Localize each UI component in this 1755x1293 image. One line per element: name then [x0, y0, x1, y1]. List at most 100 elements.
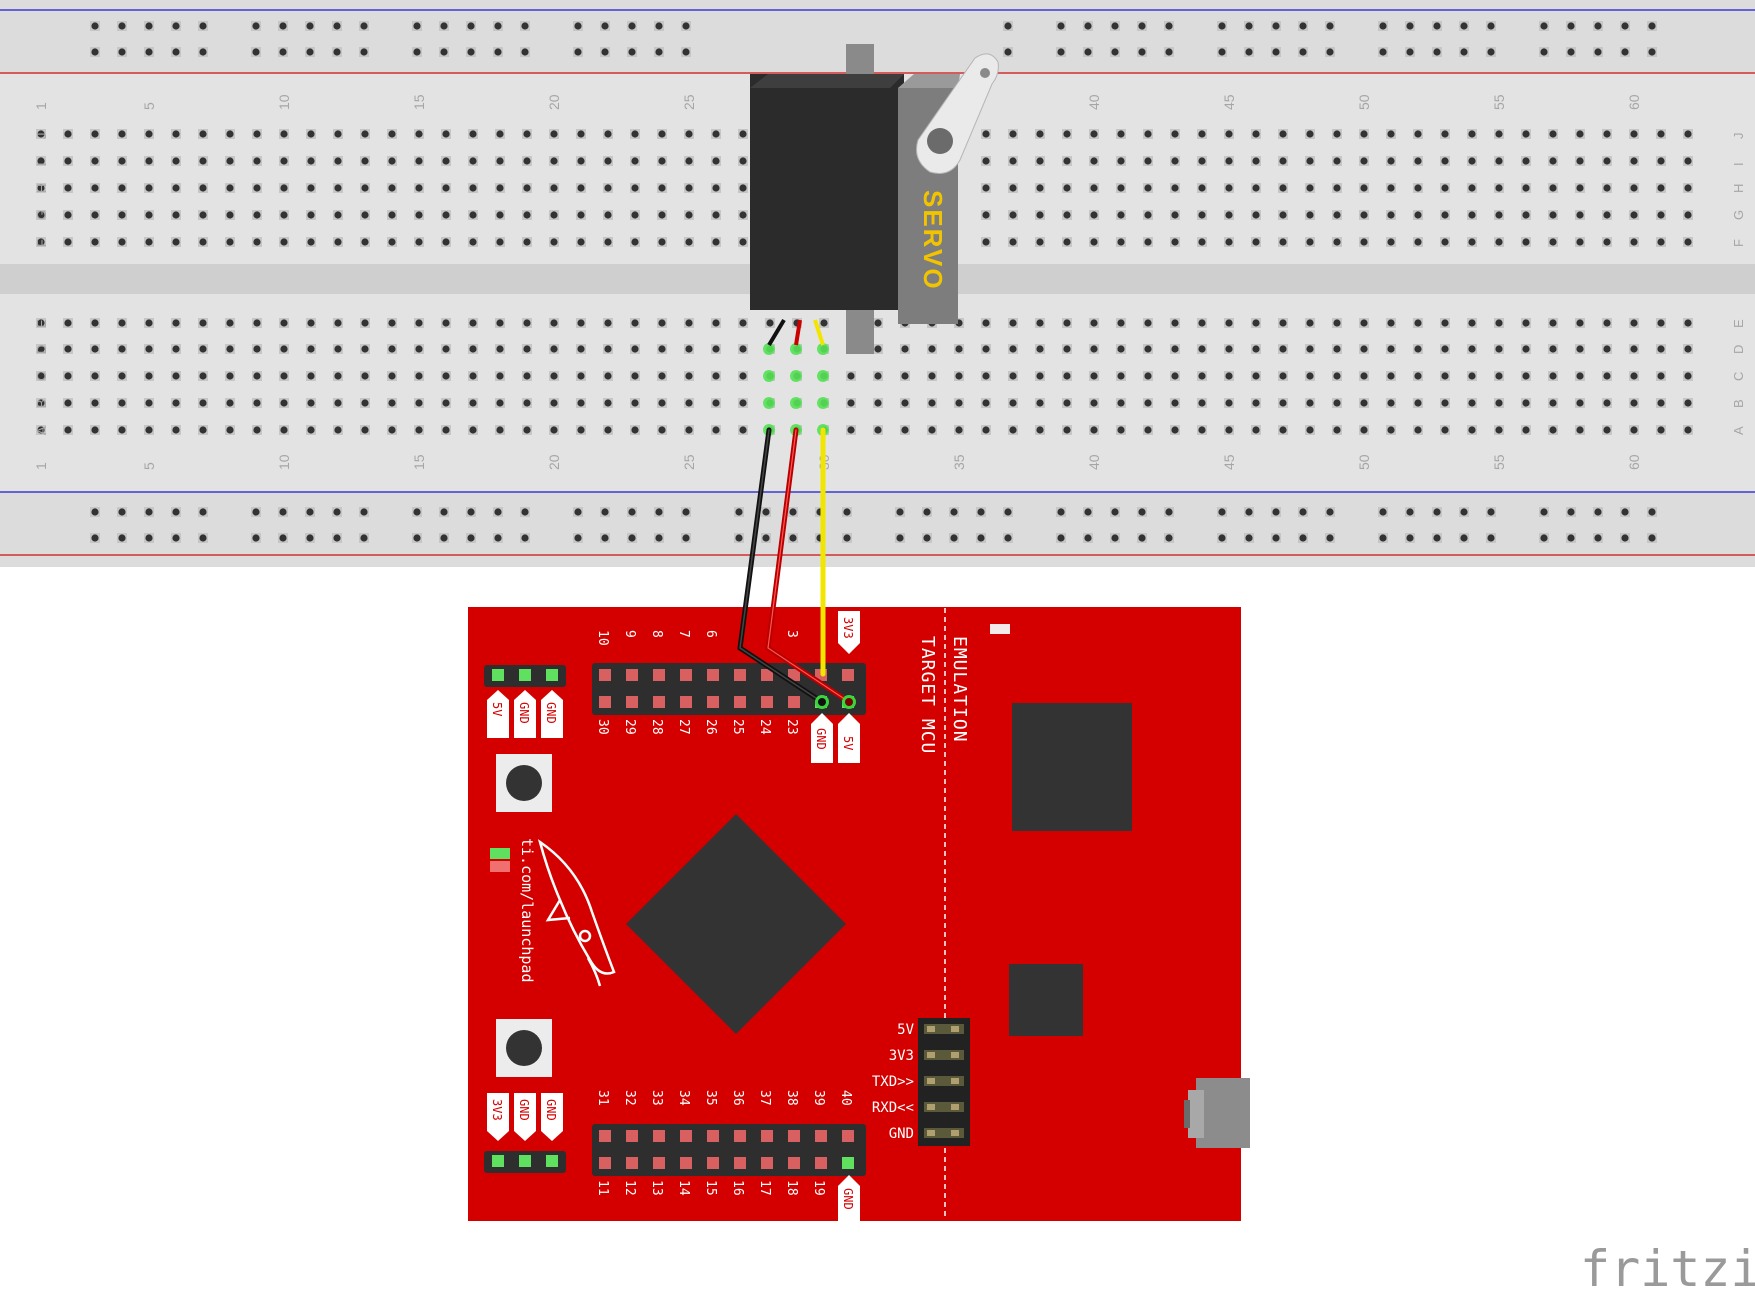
header-pin[interactable] [734, 1157, 746, 1169]
power-pin[interactable] [546, 1155, 558, 1167]
rail-hole-center [333, 508, 341, 516]
row-label: B [34, 399, 49, 408]
column-label-bottom: 45 [1221, 454, 1237, 470]
header-pin[interactable] [599, 669, 611, 681]
breadboard-hole-center [1684, 238, 1692, 246]
breadboard-hole-center [469, 130, 477, 138]
header-pin[interactable] [680, 1130, 692, 1142]
rail-hole-center [279, 48, 287, 56]
breadboard-hole-center [253, 345, 261, 353]
breadboard-hole-center [1468, 372, 1476, 380]
header-pin[interactable] [680, 1157, 692, 1169]
header-pin[interactable] [761, 1130, 773, 1142]
breadboard-hole-center [739, 211, 747, 219]
header-pin[interactable] [788, 1157, 800, 1169]
breadboard-hole-center [1063, 319, 1071, 327]
header-pin[interactable] [707, 1157, 719, 1169]
breadboard-hole-center [442, 211, 450, 219]
header-pin[interactable] [788, 1130, 800, 1142]
power-pin[interactable] [519, 669, 531, 681]
rail-hole-center [1218, 22, 1226, 30]
header-pin[interactable] [734, 669, 746, 681]
row-label: F [34, 239, 49, 247]
usb-port[interactable] [1184, 1078, 1250, 1148]
breadboard-hole-center [523, 319, 531, 327]
user-button[interactable] [496, 1019, 552, 1077]
breadboard-hole-center [442, 130, 450, 138]
breadboard-hole-center [1603, 211, 1611, 219]
header-pin[interactable] [761, 669, 773, 681]
column-label-bottom: 40 [1086, 454, 1102, 470]
rail-hole-center [467, 534, 475, 542]
rail-hole-center [950, 508, 958, 516]
power-pin[interactable] [519, 1155, 531, 1167]
breadboard-hole-center [712, 319, 720, 327]
header-pin[interactable] [707, 696, 719, 708]
power-pin[interactable] [492, 1155, 504, 1167]
header-pin[interactable] [707, 669, 719, 681]
reset-button[interactable] [496, 754, 552, 812]
rail-hole-center [1084, 22, 1092, 30]
pin-label: 40 [838, 1090, 853, 1106]
url-text: ti.com/launchpad [518, 838, 536, 983]
header-pin[interactable] [761, 1157, 773, 1169]
breadboard-hole-center [145, 130, 153, 138]
header-pin[interactable] [626, 1157, 638, 1169]
header-pin[interactable] [761, 696, 773, 708]
rail-hole-center [1299, 22, 1307, 30]
breadboard-hole-center [739, 399, 747, 407]
breadboard-hole-center [469, 399, 477, 407]
header-pin[interactable] [653, 1130, 665, 1142]
breadboard-hole-center [847, 372, 855, 380]
breadboard-hole-center [577, 345, 585, 353]
breadboard-hole-center [739, 130, 747, 138]
header-pin[interactable] [599, 1157, 611, 1169]
breadboard-hole-center [1387, 211, 1395, 219]
header-pin[interactable] [680, 669, 692, 681]
header-pin[interactable] [653, 1157, 665, 1169]
rail-hole-center [413, 534, 421, 542]
header-pin[interactable] [626, 696, 638, 708]
breadboard-hole-center [1522, 130, 1530, 138]
breadboard-hole-center [658, 319, 666, 327]
row-label: B [1731, 399, 1746, 408]
header-pin[interactable] [815, 1130, 827, 1142]
header-pin[interactable] [842, 1157, 854, 1169]
rail-hole-center [118, 508, 126, 516]
header-pin[interactable] [734, 1130, 746, 1142]
header-pin[interactable] [707, 1130, 719, 1142]
header-pin[interactable] [653, 669, 665, 681]
green-led [490, 848, 510, 859]
header-pin[interactable] [842, 669, 854, 681]
breadboard-hole-center [577, 372, 585, 380]
power-pin[interactable] [492, 669, 504, 681]
breadboard-hole-center [442, 372, 450, 380]
rail-hole-center [1540, 508, 1548, 516]
breadboard-hole-center [523, 372, 531, 380]
power-pin[interactable] [546, 669, 558, 681]
breadboard-hole-center [1117, 211, 1125, 219]
rail-hole-center [1299, 508, 1307, 516]
breadboard-hole-center [1009, 345, 1017, 353]
breadboard-hole-center [712, 426, 720, 434]
header-pin[interactable] [626, 669, 638, 681]
header-pin[interactable] [599, 1130, 611, 1142]
breadboard-hole-center [415, 319, 423, 327]
header-pin[interactable] [788, 696, 800, 708]
pin-label: 28 [649, 719, 664, 735]
breadboard-hole-center [1603, 184, 1611, 192]
header-pin[interactable] [842, 1130, 854, 1142]
header-pin[interactable] [788, 669, 800, 681]
header-pin[interactable] [653, 696, 665, 708]
header-pin[interactable] [599, 696, 611, 708]
header-pin[interactable] [680, 696, 692, 708]
header-pin[interactable] [734, 696, 746, 708]
breadboard-hole-center [172, 399, 180, 407]
breadboard-hole-center [1522, 157, 1530, 165]
breadboard-hole-center [550, 319, 558, 327]
header-pin[interactable] [815, 1157, 827, 1169]
breadboard-hole-center [37, 130, 45, 138]
header-pin[interactable] [626, 1130, 638, 1142]
